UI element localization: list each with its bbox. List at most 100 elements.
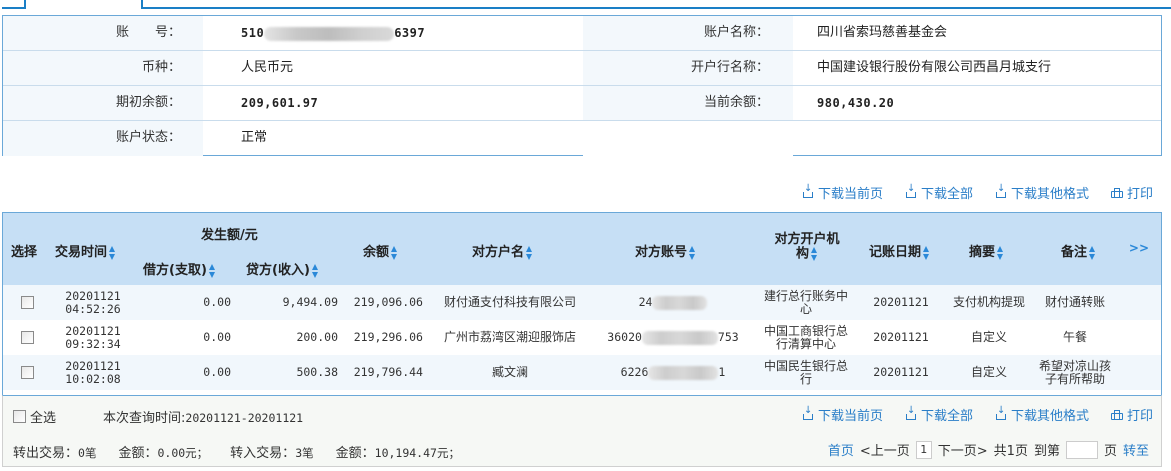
goto-page-input[interactable]	[1065, 440, 1098, 459]
table-footer: 全选 本次查询时间:20201121-20201121 转出交易：0笔 金额：0…	[2, 395, 1162, 467]
print-link[interactable]: 打印	[1110, 183, 1153, 202]
post-date-cell: 20201121	[873, 295, 929, 309]
col-summary[interactable]: 摘要	[969, 241, 1004, 260]
counterparty-cell: 臧文澜	[491, 365, 528, 379]
account-suffix: 1	[718, 365, 726, 379]
download-current-page-link[interactable]: 下载当前页	[802, 183, 883, 202]
opening-balance-label: 期初余额：	[3, 86, 203, 120]
prev-page-link[interactable]: <上一页	[859, 444, 910, 459]
info-row-status: 账户状态： 正常	[3, 121, 1161, 156]
col-counterparty[interactable]: 对方户名	[472, 241, 533, 260]
pagination: 首页 <上一页 1 下一页> 共1页 到第 页 转至	[828, 440, 1149, 459]
col-time[interactable]: 交易时间	[55, 241, 116, 260]
print-label: 打印	[1126, 409, 1153, 424]
balance-cell: 219,796.44	[353, 365, 423, 379]
remark-cell: 希望对凉山孩子有所帮助	[1038, 358, 1111, 386]
download-all-label: 下载全部	[920, 187, 973, 202]
total-pages: 共1页	[993, 444, 1028, 459]
download-other-format-link[interactable]: 下载其他格式	[995, 183, 1089, 202]
download-other-format-link[interactable]: 下载其他格式	[995, 405, 1089, 424]
credit-cell: 500.38	[296, 365, 338, 379]
download-all-link[interactable]: 下载全部	[905, 405, 973, 424]
download-current-page-link[interactable]: 下载当前页	[802, 405, 883, 424]
current-balance-label: 当前余额：	[583, 86, 793, 120]
print-label: 打印	[1126, 187, 1153, 202]
download-current-page-label: 下载当前页	[817, 187, 883, 202]
col-counterparty-account[interactable]: 对方账号	[635, 241, 696, 260]
col-balance-label: 余额	[363, 245, 390, 260]
transactions-table: 选择 交易时间 发生额/元 借方(支取) 贷方(收入) 余额 对方户名 对方账号…	[2, 212, 1162, 395]
page-unit: 页	[1103, 444, 1117, 459]
counterparty-account-cell: 6226 1	[603, 355, 743, 390]
account-suffix: 753	[717, 330, 739, 344]
sort-icon	[311, 263, 319, 278]
sort-icon	[689, 245, 696, 260]
counterparty-cell: 广州市荔湾区潮迎服饰店	[443, 330, 576, 344]
row-checkbox[interactable]	[20, 331, 34, 344]
col-summary-label: 摘要	[969, 245, 996, 260]
info-row-balance: 期初余额： 209,601.97 当前余额： 980,430.20	[3, 86, 1161, 121]
download-all-link[interactable]: 下载全部	[905, 183, 973, 202]
table-header: 选择 交易时间 发生额/元 借方(支取) 贷方(收入) 余额 对方户名 对方账号…	[3, 213, 1161, 285]
tab-edge-right	[141, 0, 1171, 9]
balance-cell: 219,096.06	[353, 295, 423, 309]
credit-cell: 9,494.09	[282, 295, 338, 309]
first-page-link[interactable]: 首页	[827, 444, 854, 459]
top-actions: 下载当前页 下载全部 下载其他格式 打印	[802, 183, 1153, 202]
date-text: 20201121	[65, 358, 121, 373]
row-checkbox[interactable]	[20, 296, 34, 309]
out-amount-label: 金额：	[118, 446, 158, 461]
counterparty-cell: 财付通支付科技有限公司	[443, 295, 576, 309]
query-time-value: 20201121-20201121	[185, 411, 304, 425]
col-select: 选择	[11, 245, 38, 260]
select-all[interactable]: 全选	[13, 407, 56, 426]
col-counterparty-label: 对方户名	[472, 245, 525, 260]
post-date-cell: 20201121	[873, 365, 929, 379]
debit-cell: 0.00	[203, 330, 231, 344]
bank-label: 开户行名称：	[583, 51, 793, 85]
currency-value: 人民币元	[241, 60, 294, 75]
current-page[interactable]: 1	[915, 440, 932, 459]
download-icon	[905, 183, 917, 199]
remark-cell: 财付通转账	[1044, 295, 1105, 309]
next-page-link[interactable]: 下一页>	[937, 444, 988, 459]
sort-icon	[811, 247, 818, 261]
row-select-cell	[20, 285, 34, 320]
col-counterparty-bank-label: 对方开户机构	[774, 232, 840, 262]
col-post-date-label: 记账日期	[869, 245, 922, 260]
account-prefix: 6226	[620, 365, 649, 379]
row-checkbox[interactable]	[20, 366, 34, 379]
select-all-checkbox[interactable]	[13, 410, 26, 423]
download-icon	[802, 183, 814, 199]
opening-balance-value: 209,601.97	[241, 96, 319, 110]
transaction-summary: 转出交易：0笔 金额：0.00元； 转入交易：3笔 金额：10,194.47元；	[13, 442, 460, 461]
account-name-value: 四川省索玛慈善基金会	[817, 25, 948, 40]
counterparty-account-cell: 24	[603, 285, 743, 320]
debit-cell: 0.00	[203, 295, 231, 309]
masked-digits	[648, 365, 719, 380]
col-remark[interactable]: 备注	[1061, 241, 1096, 260]
empty-cell	[583, 121, 793, 156]
col-credit[interactable]: 贷方(收入)	[246, 259, 319, 278]
more-columns-button[interactable]: >>	[1128, 241, 1149, 255]
status-value: 正常	[241, 130, 268, 145]
tab-edge-left	[2, 0, 26, 9]
current-balance-value: 980,430.20	[817, 96, 895, 110]
col-counterparty-bank[interactable]: 对方开户机构	[769, 233, 845, 262]
col-debit[interactable]: 借方(支取)	[143, 259, 216, 278]
out-count: 0笔	[78, 446, 97, 460]
sort-icon	[208, 263, 216, 278]
print-icon	[1110, 187, 1123, 199]
go-button[interactable]: 转至	[1122, 444, 1149, 459]
debit-cell: 0.00	[203, 365, 231, 379]
print-link[interactable]: 打印	[1110, 405, 1153, 424]
download-icon	[995, 183, 1007, 199]
summary-cell: 支付机构提现	[952, 295, 1025, 309]
col-post-date[interactable]: 记账日期	[869, 241, 930, 260]
col-balance[interactable]: 余额	[363, 241, 398, 260]
